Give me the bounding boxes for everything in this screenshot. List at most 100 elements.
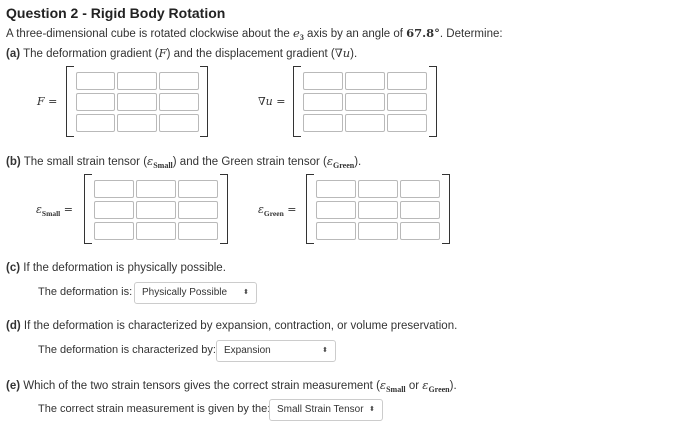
matrix-green-cell-3-2[interactable] xyxy=(358,222,398,241)
small-subscript: Small xyxy=(386,385,406,394)
symbol-grad-u: ∇u xyxy=(334,46,351,60)
matrix-F-cell-1-1[interactable] xyxy=(76,72,115,91)
matrix-eps-small xyxy=(94,180,219,241)
matrix-green-cell-1-3[interactable] xyxy=(400,180,440,199)
strain-measure-select[interactable]: Small Strain Tensor ⬍ xyxy=(269,399,383,421)
part-e-text-start: Which of the two strain tensors gives th… xyxy=(23,380,380,392)
deformation-possibility-select[interactable]: Physically Possible ⬍ xyxy=(134,282,257,304)
label-eps-small: εSmall = xyxy=(36,203,73,218)
matrix-F-cell-3-3[interactable] xyxy=(159,114,199,133)
matrix-small-cell-3-3[interactable] xyxy=(178,222,218,241)
part-b-text-start: The small strain tensor ( xyxy=(23,156,148,168)
matrix-small-cell-1-1[interactable] xyxy=(94,180,134,199)
matrix-small-cell-1-3[interactable] xyxy=(178,180,218,199)
part-a-text-end: ). xyxy=(350,48,358,60)
matrix-eps-green xyxy=(316,180,441,241)
part-e-answer-label: The correct strain measurement is given … xyxy=(38,403,271,415)
matrix-green-cell-1-2[interactable] xyxy=(358,180,398,199)
matrix-F xyxy=(76,72,200,133)
green-subscript: Green xyxy=(428,385,450,394)
matrix-F-cell-2-2[interactable] xyxy=(117,93,157,112)
matrix-small-cell-2-2[interactable] xyxy=(136,201,176,220)
matrix-grad-cell-3-3[interactable] xyxy=(387,114,427,133)
matrix-green-cell-2-2[interactable] xyxy=(358,201,398,220)
label-eps-green: εGreen = xyxy=(258,203,296,218)
question-intro: A three-dimensional cube is rotated cloc… xyxy=(6,26,503,42)
deformation-character-select[interactable]: Expansion ⬍ xyxy=(216,340,336,362)
matrix-green-right-bracket xyxy=(442,174,450,244)
matrix-small-cell-1-2[interactable] xyxy=(136,180,176,199)
part-d-text: If the deformation is characterized by e… xyxy=(23,320,458,332)
matrix-small-cell-2-1[interactable] xyxy=(94,201,134,220)
part-e-text-end: ). xyxy=(449,380,457,392)
matrix-F-cell-1-2[interactable] xyxy=(117,72,157,91)
question-title: Question 2 - Rigid Body Rotation xyxy=(6,5,226,21)
matrix-grad-cell-1-1[interactable] xyxy=(303,72,343,91)
intro-text-mid: axis by an angle of xyxy=(307,28,403,40)
part-d-prompt: (d) If the deformation is characterized … xyxy=(6,320,457,332)
matrix-green-cell-3-3[interactable] xyxy=(400,222,440,241)
small-subscript: Small xyxy=(41,209,61,218)
matrix-green-left-bracket xyxy=(306,174,314,244)
matrix-F-right-bracket xyxy=(200,66,208,137)
part-e-or: or xyxy=(408,380,420,392)
deformation-possibility-value: Physically Possible xyxy=(142,287,228,298)
epsilon-symbol: ε xyxy=(326,154,334,168)
matrix-grad-cell-3-2[interactable] xyxy=(345,114,385,133)
part-b-prompt: (b) The small strain tensor (εSmall) and… xyxy=(6,154,361,170)
part-a-prompt: (a) The deformation gradient (F) and the… xyxy=(6,46,357,60)
matrix-grad-cell-2-3[interactable] xyxy=(387,93,427,112)
part-e-prompt: (e) Which of the two strain tensors give… xyxy=(6,378,457,394)
matrix-grad-cell-2-1[interactable] xyxy=(303,93,343,112)
part-b-text-mid: ) and the Green strain tensor ( xyxy=(172,156,327,168)
epsilon-symbol: ε xyxy=(422,378,429,392)
part-c-prompt: (c) If the deformation is physically pos… xyxy=(6,262,226,274)
part-b-tag: (b) xyxy=(6,156,21,168)
green-subscript: Green xyxy=(263,209,284,218)
select-arrow-icon: ⬍ xyxy=(243,289,249,296)
matrix-F-cell-3-2[interactable] xyxy=(117,114,157,133)
symbol-F: F xyxy=(158,46,167,60)
part-d-answer-label: The deformation is characterized by: xyxy=(38,344,216,356)
matrix-small-cell-2-3[interactable] xyxy=(178,201,218,220)
matrix-small-right-bracket xyxy=(220,174,228,244)
matrix-green-cell-1-1[interactable] xyxy=(316,180,356,199)
matrix-green-cell-3-1[interactable] xyxy=(316,222,356,241)
matrix-grad-cell-2-2[interactable] xyxy=(345,93,385,112)
intro-text-end: . Determine: xyxy=(439,28,503,40)
equals-sign: = xyxy=(287,203,297,216)
strain-measure-value: Small Strain Tensor xyxy=(277,404,364,415)
matrix-grad-u xyxy=(303,72,428,133)
matrix-F-cell-2-3[interactable] xyxy=(159,93,199,112)
select-arrow-icon: ⬍ xyxy=(322,347,328,354)
select-arrow-icon: ⬍ xyxy=(369,406,375,413)
epsilon-symbol: ε xyxy=(147,154,154,168)
matrix-grad-left-bracket xyxy=(293,66,301,137)
part-c-answer-label: The deformation is: xyxy=(38,286,133,298)
rotation-angle: 67.8° xyxy=(406,26,440,40)
matrix-green-cell-2-1[interactable] xyxy=(316,201,356,220)
matrix-grad-cell-3-1[interactable] xyxy=(303,114,343,133)
green-subscript: Green xyxy=(333,161,355,170)
matrix-small-cell-3-1[interactable] xyxy=(94,222,134,241)
equals-sign: = xyxy=(63,203,73,216)
part-b-text-end: ). xyxy=(354,156,362,168)
matrix-F-cell-3-1[interactable] xyxy=(76,114,115,133)
matrix-small-cell-3-2[interactable] xyxy=(136,222,176,241)
matrix-F-cell-1-3[interactable] xyxy=(159,72,199,91)
label-grad-u: ∇u = xyxy=(258,95,286,108)
matrix-F-left-bracket xyxy=(66,66,74,137)
matrix-grad-cell-1-3[interactable] xyxy=(387,72,427,91)
matrix-grad-cell-1-2[interactable] xyxy=(345,72,385,91)
matrix-green-cell-2-3[interactable] xyxy=(400,201,440,220)
axis-symbol: e xyxy=(293,26,300,40)
intro-text-start: A three-dimensional cube is rotated cloc… xyxy=(6,28,290,40)
small-subscript: Small xyxy=(153,161,173,170)
epsilon-symbol: ε xyxy=(258,203,264,216)
matrix-small-left-bracket xyxy=(84,174,92,244)
part-d-tag: (d) xyxy=(6,320,21,332)
part-a-text-start: The deformation gradient ( xyxy=(23,48,159,60)
axis-subscript: 3 xyxy=(299,33,304,42)
label-F: F = xyxy=(37,95,58,108)
matrix-F-cell-2-1[interactable] xyxy=(76,93,115,112)
